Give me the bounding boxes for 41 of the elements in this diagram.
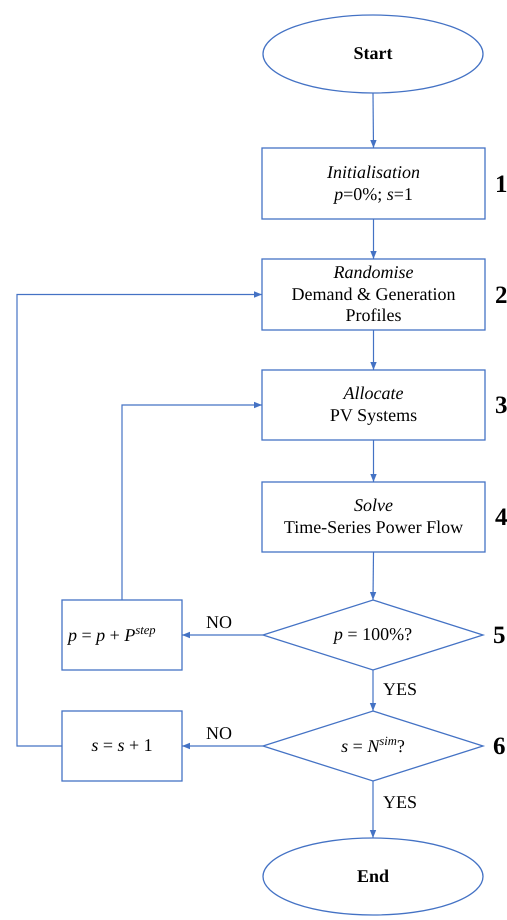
step-number: 4 (495, 505, 507, 530)
step-heading: Initialisation (326, 162, 420, 184)
node-text: End (356, 866, 390, 888)
arrow (182, 742, 263, 750)
node-text: p = 100%? (334, 624, 412, 646)
node-text: s = s + 1 (91, 735, 153, 757)
decision-diamond (263, 600, 483, 670)
arrow (370, 93, 377, 148)
step-heading: Solve (354, 495, 393, 517)
step-number: 6 (493, 734, 506, 759)
process-box (262, 370, 485, 440)
process-box (62, 600, 182, 670)
process-box (262, 482, 485, 552)
process-box (62, 711, 182, 781)
node-text: s = N$^{sim}$? (341, 734, 405, 758)
node-text: Start (354, 43, 392, 65)
node-text: Time-Series Power Flow (284, 517, 464, 539)
step-number: 1 (495, 172, 507, 196)
process-box (262, 259, 485, 330)
step-heading: Allocate (344, 383, 404, 405)
step-number: 5 (493, 623, 506, 648)
arrow (370, 219, 377, 259)
arrow (370, 440, 377, 482)
step-number: 3 (495, 393, 507, 418)
arrow (121, 402, 262, 600)
arrow (370, 781, 376, 838)
terminal-ellipse (263, 15, 483, 93)
terminal-ellipse (263, 838, 483, 915)
arrow (182, 632, 263, 638)
node-text: Demand & Generation Profiles (290, 284, 456, 327)
decision-diamond (263, 711, 483, 781)
arrow (370, 670, 376, 711)
node-text: p=0%; s=1 (334, 184, 413, 206)
node-text: PV Systems (330, 405, 418, 427)
step-number: 2 (495, 282, 507, 308)
step-heading: Randomise (334, 262, 414, 284)
node-text: p = p + P$^{step}$ (68, 623, 156, 647)
arrow (370, 552, 376, 600)
process-box (262, 148, 485, 219)
arrow (16, 291, 262, 747)
arrow (370, 330, 377, 370)
